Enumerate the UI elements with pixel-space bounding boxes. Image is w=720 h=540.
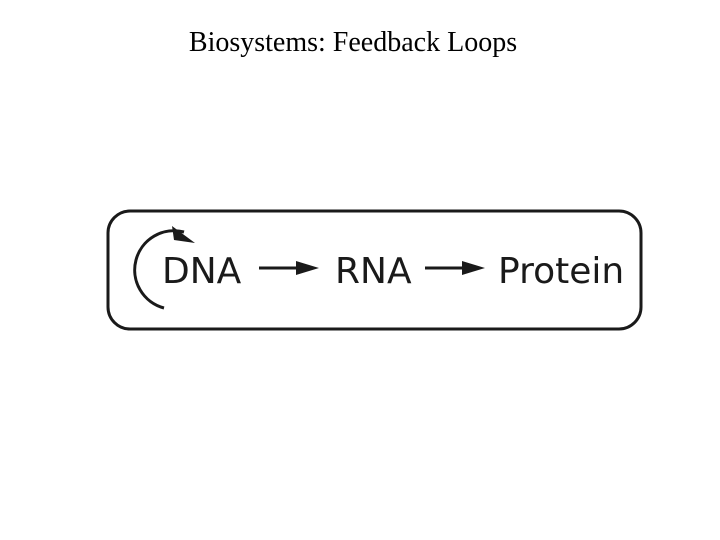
slide-title: Biosystems: Feedback Loops xyxy=(188,27,518,58)
dna-self-loop-arrowhead xyxy=(172,226,195,243)
dna-to-rna-arrowhead xyxy=(296,261,319,275)
diagram-frame xyxy=(106,209,643,331)
rna-to-protein-arrowhead xyxy=(462,261,485,275)
dna-self-loop-arrow xyxy=(133,229,185,310)
node-rna: RNA xyxy=(335,251,412,292)
node-protein: Protein xyxy=(498,251,624,292)
node-dna: DNA xyxy=(162,251,242,292)
